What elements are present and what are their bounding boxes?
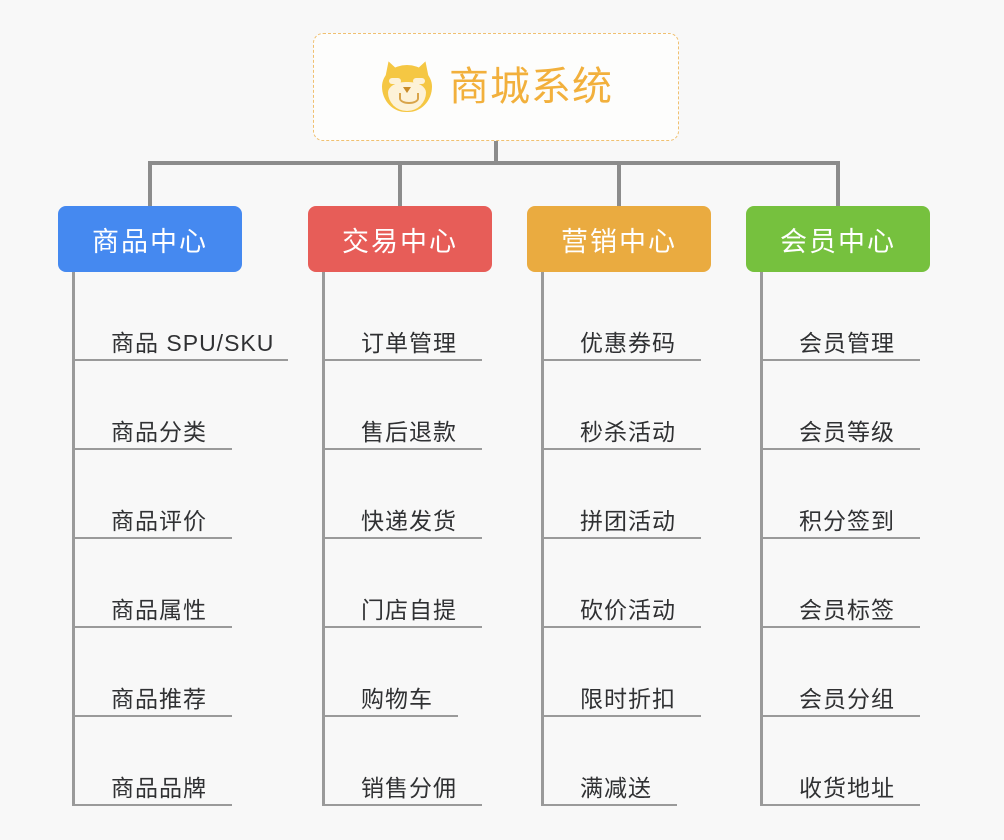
leaf-column-4: 会员管理会员等级积分签到会员标签会员分组收货地址 <box>760 272 990 806</box>
category-box-4[interactable]: 会员中心 <box>746 206 930 272</box>
category-label: 营销中心 <box>561 226 677 257</box>
leaf-item-label: 快递发货 <box>361 507 457 534</box>
leaf-item-label: 商品 SPU/SKU <box>111 329 275 356</box>
connector-drop-3 <box>617 161 621 206</box>
leaf-item-label: 优惠券码 <box>580 329 676 356</box>
connector-drop-4 <box>836 161 840 206</box>
shiba-dog-face-icon <box>379 58 435 114</box>
leaf-item[interactable]: 砍价活动 <box>544 539 771 628</box>
leaf-item-underline <box>763 715 920 717</box>
leaf-item-label: 商品属性 <box>111 596 207 623</box>
category-label: 交易中心 <box>342 226 458 257</box>
leaf-item[interactable]: 商品分类 <box>75 361 302 450</box>
leaf-column-1: 商品 SPU/SKU 商品分类商品评价商品属性商品推荐商品品牌 <box>72 272 302 806</box>
leaf-item[interactable]: 门店自提 <box>325 539 552 628</box>
leaf-item-label: 购物车 <box>361 685 433 712</box>
leaf-item-underline <box>763 626 920 628</box>
leaf-item-underline <box>544 715 701 717</box>
leaf-item-label: 商品评价 <box>111 507 207 534</box>
leaf-item[interactable]: 售后退款 <box>325 361 552 450</box>
leaf-item-label: 销售分佣 <box>361 774 457 801</box>
leaf-item[interactable]: 积分签到 <box>763 450 990 539</box>
leaf-item-underline <box>325 537 482 539</box>
root-node[interactable]: 商城系统 <box>313 33 679 141</box>
leaf-item-label: 积分签到 <box>799 507 895 534</box>
leaf-column-3: 优惠券码秒杀活动拼团活动砍价活动限时折扣满减送 <box>541 272 771 806</box>
leaf-item-label: 拼团活动 <box>580 507 676 534</box>
leaf-item-underline <box>763 448 920 450</box>
leaf-item-label: 订单管理 <box>361 329 457 356</box>
leaf-item-underline <box>544 626 701 628</box>
leaf-item[interactable]: 商品 SPU/SKU <box>75 272 302 361</box>
leaf-item-label: 会员分组 <box>799 685 895 712</box>
leaf-item-underline <box>544 359 701 361</box>
leaf-item[interactable]: 订单管理 <box>325 272 552 361</box>
leaf-item[interactable]: 限时折扣 <box>544 628 771 717</box>
leaf-item-underline <box>544 804 677 806</box>
leaf-item-underline <box>75 715 232 717</box>
leaf-item[interactable]: 满减送 <box>544 717 771 806</box>
leaf-item[interactable]: 会员等级 <box>763 361 990 450</box>
leaf-item[interactable]: 拼团活动 <box>544 450 771 539</box>
leaf-item[interactable]: 会员分组 <box>763 628 990 717</box>
leaf-item[interactable]: 会员标签 <box>763 539 990 628</box>
connector-drop-2 <box>398 161 402 206</box>
leaf-item-underline <box>75 804 232 806</box>
leaf-item[interactable]: 商品评价 <box>75 450 302 539</box>
category-label: 商品中心 <box>92 226 208 257</box>
category-box-3[interactable]: 营销中心 <box>527 206 711 272</box>
leaf-item-underline <box>763 359 920 361</box>
leaf-item-underline <box>763 804 920 806</box>
leaf-item-label: 商品品牌 <box>111 774 207 801</box>
leaf-item-label: 会员管理 <box>799 329 895 356</box>
leaf-item[interactable]: 优惠券码 <box>544 272 771 361</box>
leaf-item-underline <box>544 448 701 450</box>
connector-horizontal-bus <box>148 161 840 165</box>
leaf-item-underline <box>325 804 482 806</box>
leaf-item-underline <box>75 537 232 539</box>
leaf-item-label: 满减送 <box>580 774 652 801</box>
leaf-item[interactable]: 销售分佣 <box>325 717 552 806</box>
leaf-item-underline <box>763 537 920 539</box>
leaf-item-label: 秒杀活动 <box>580 418 676 445</box>
connector-root-stem <box>494 141 498 161</box>
leaf-item-label: 商品推荐 <box>111 685 207 712</box>
leaf-item-underline <box>325 626 482 628</box>
leaf-item-label: 商品分类 <box>111 418 207 445</box>
leaf-item-label: 门店自提 <box>361 596 457 623</box>
leaf-item[interactable]: 商品属性 <box>75 539 302 628</box>
leaf-item-underline <box>75 448 232 450</box>
leaf-item-label: 收货地址 <box>799 774 895 801</box>
leaf-item[interactable]: 会员管理 <box>763 272 990 361</box>
leaf-item-underline <box>325 359 482 361</box>
root-title: 商城系统 <box>449 65 613 109</box>
leaf-item[interactable]: 商品推荐 <box>75 628 302 717</box>
leaf-item[interactable]: 购物车 <box>325 628 552 717</box>
category-label: 会员中心 <box>780 226 896 257</box>
leaf-item-label: 限时折扣 <box>580 685 676 712</box>
leaf-item-underline <box>325 715 458 717</box>
leaf-item-underline <box>75 359 288 361</box>
leaf-item[interactable]: 商品品牌 <box>75 717 302 806</box>
leaf-item-underline <box>75 626 232 628</box>
leaf-item[interactable]: 秒杀活动 <box>544 361 771 450</box>
leaf-item[interactable]: 收货地址 <box>763 717 990 806</box>
category-box-1[interactable]: 商品中心 <box>58 206 242 272</box>
leaf-item[interactable]: 快递发货 <box>325 450 552 539</box>
leaf-item-label: 会员标签 <box>799 596 895 623</box>
connector-drop-1 <box>148 161 152 206</box>
leaf-item-underline <box>325 448 482 450</box>
category-box-2[interactable]: 交易中心 <box>308 206 492 272</box>
leaf-item-underline <box>544 537 701 539</box>
leaf-item-label: 砍价活动 <box>580 596 676 623</box>
leaf-column-2: 订单管理售后退款快递发货门店自提购物车销售分佣 <box>322 272 552 806</box>
leaf-item-label: 会员等级 <box>799 418 895 445</box>
leaf-item-label: 售后退款 <box>361 418 457 445</box>
